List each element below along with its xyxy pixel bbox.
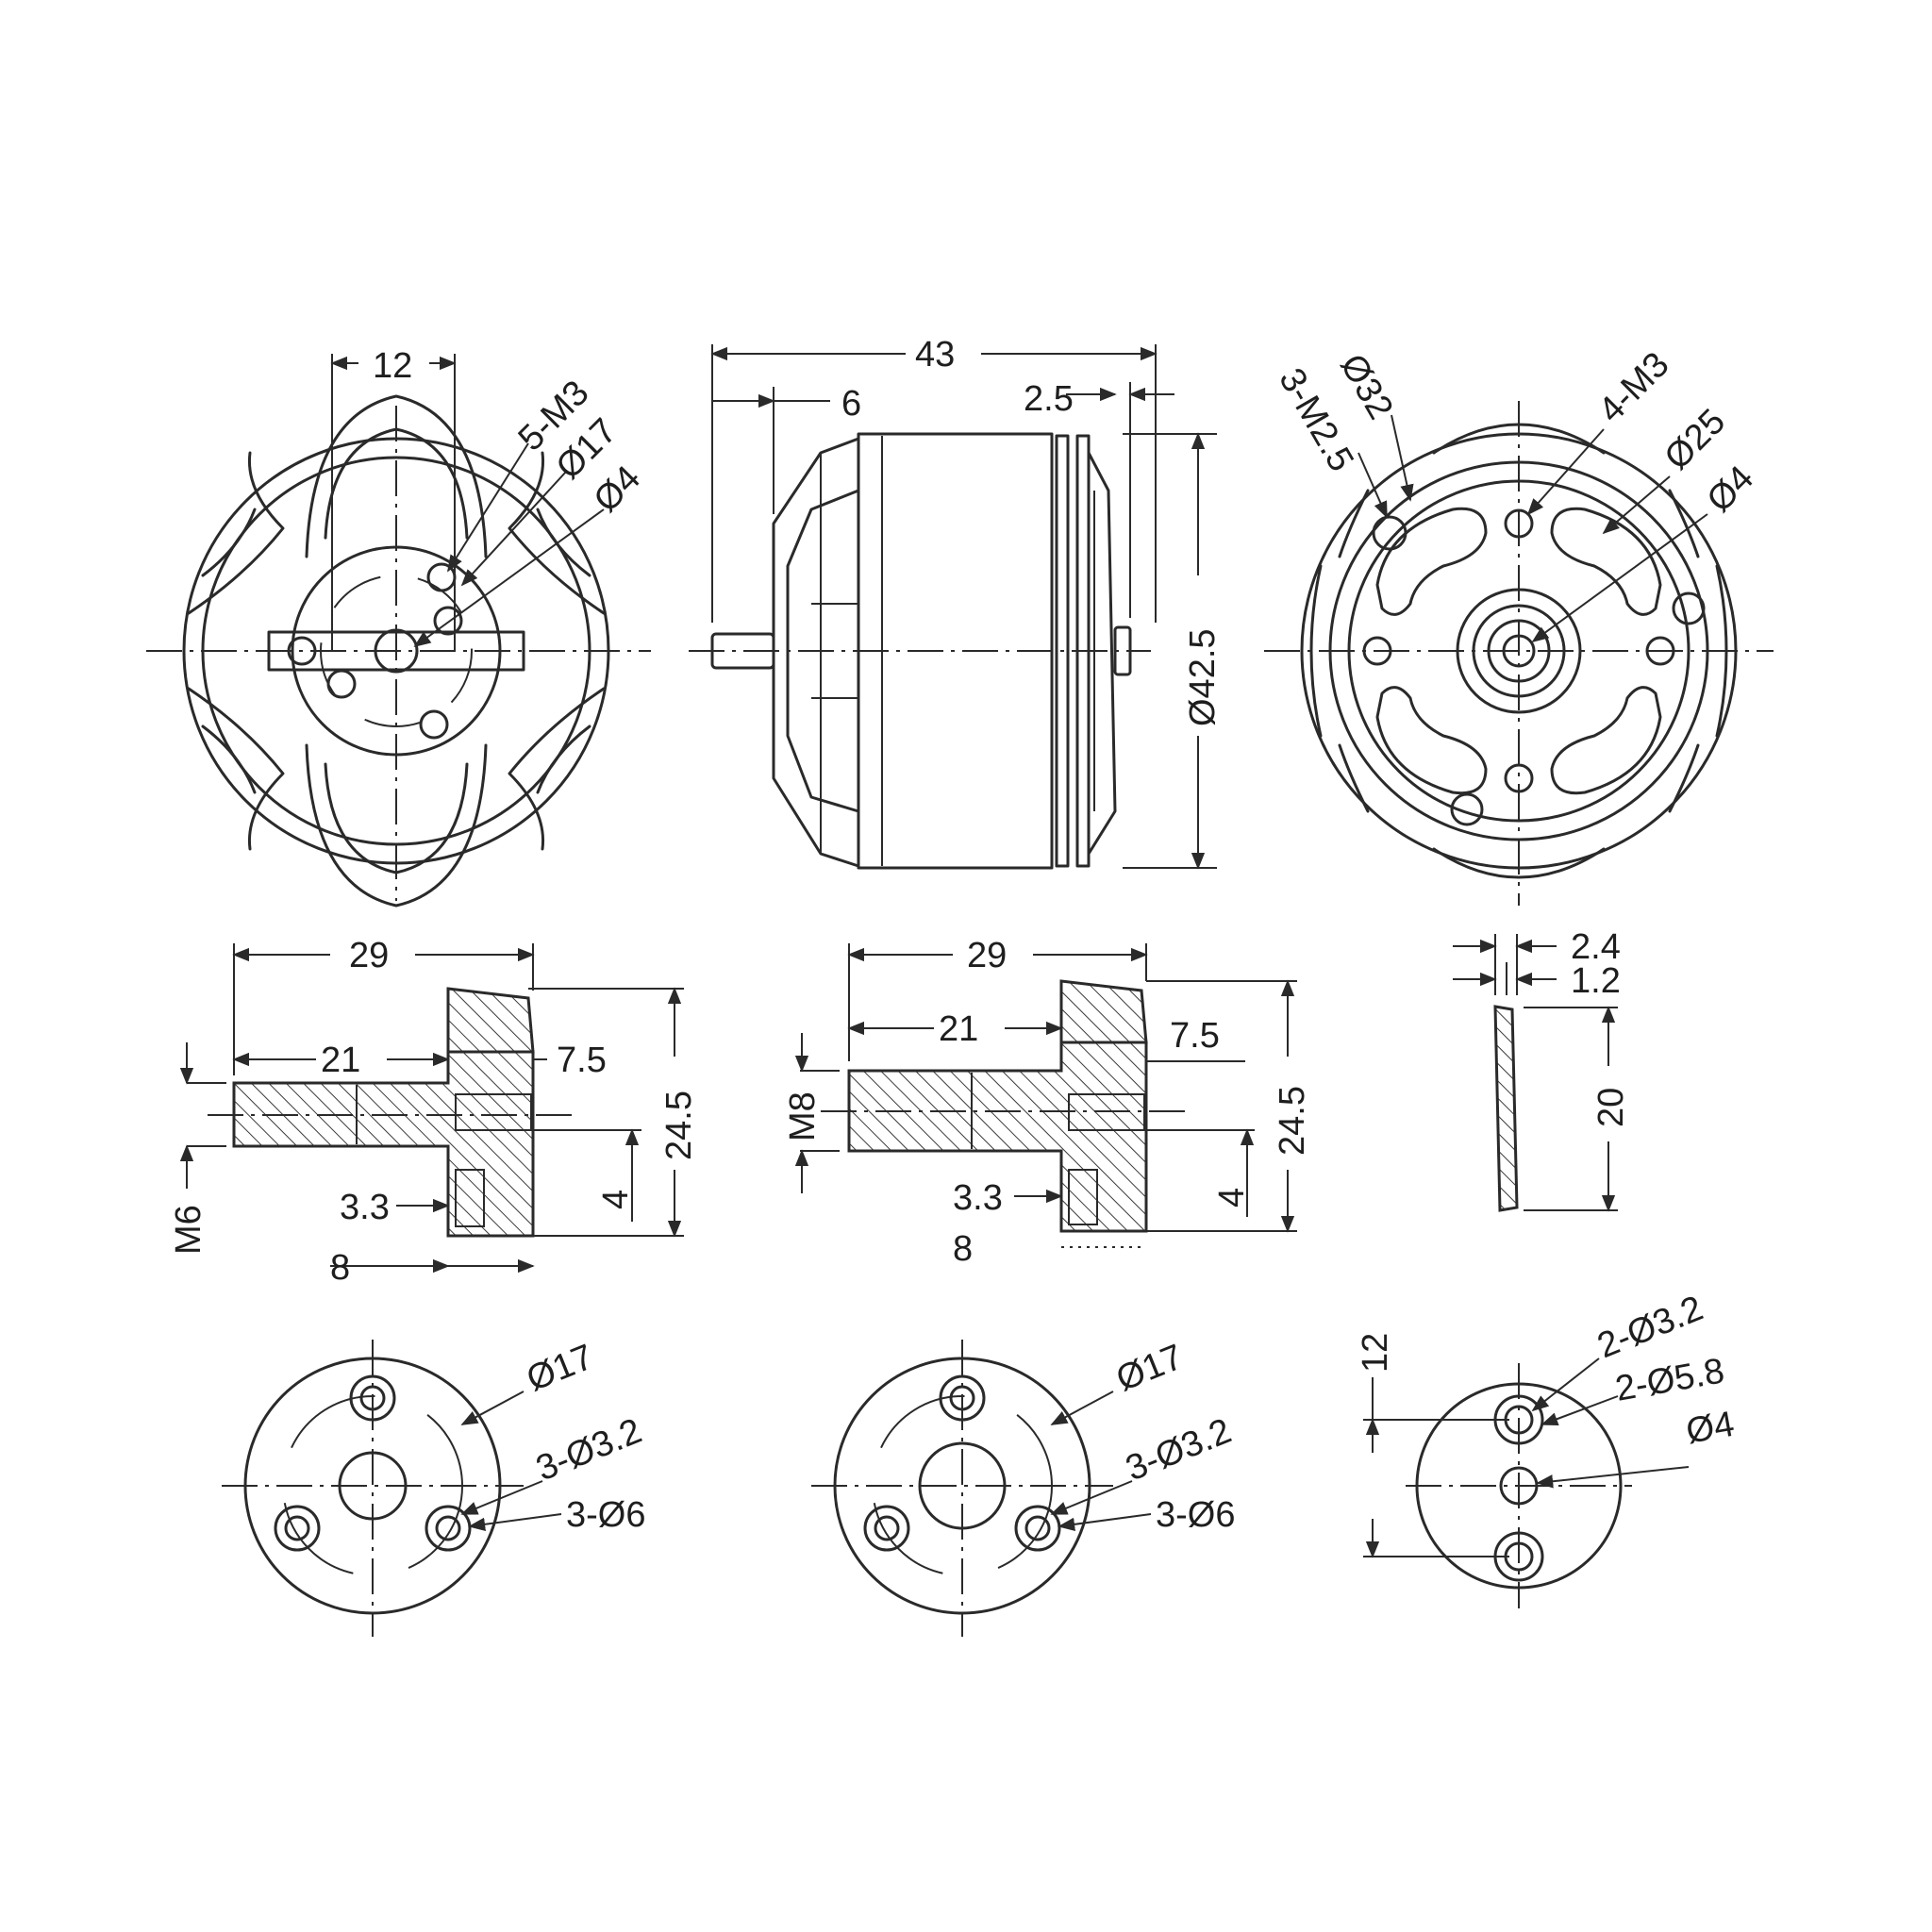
label-m6-8: 8 — [330, 1248, 350, 1288]
label-flange-m6-d17: Ø17 — [522, 1337, 599, 1399]
label-plate-front-holes: 2-Ø3.2 — [1592, 1289, 1708, 1366]
label-m6-24-5: 24.5 — [659, 1091, 699, 1160]
prop-plate-front-view: 12 2-Ø3.2 2-Ø5.8 Ø4 — [1356, 1289, 1737, 1608]
label-m6-4: 4 — [596, 1190, 636, 1209]
label-plate-front-d4: Ø4 — [1683, 1405, 1737, 1452]
label-m8-21: 21 — [939, 1009, 978, 1049]
label-front-12: 12 — [373, 346, 412, 386]
flange-m8-front-view: Ø17 3-Ø3.2 3-Ø6 — [811, 1337, 1237, 1637]
label-plate-2-4: 2.4 — [1571, 927, 1621, 967]
label-m6-21: 21 — [321, 1041, 360, 1080]
prop-adapter-m6-section: 29 21 7.5 24.5 3.3 4 8 M6 — [169, 936, 699, 1288]
label-rear-d4: Ø4 — [1700, 458, 1762, 521]
label-flange-m6-cb: 3-Ø6 — [566, 1495, 645, 1535]
label-side-2-5: 2.5 — [1024, 379, 1074, 419]
label-rear-m3: 4-M3 — [1591, 344, 1677, 430]
prop-plate-side-view: 2.4 1.2 20 — [1453, 927, 1631, 1212]
label-m6-3-3: 3.3 — [340, 1188, 390, 1227]
label-flange-m8-cb: 3-Ø6 — [1156, 1495, 1235, 1535]
label-flange-m8-holes: 3-Ø3.2 — [1121, 1411, 1237, 1489]
label-m8-24-5: 24.5 — [1273, 1086, 1312, 1156]
motor-rear-view: Ø32 3-M2.5 4-M3 Ø25 Ø4 — [1264, 344, 1774, 906]
label-side-6: 6 — [841, 384, 861, 424]
label-m8-3-3: 3.3 — [953, 1178, 1003, 1218]
label-m8-7-5: 7.5 — [1170, 1016, 1220, 1056]
prop-adapter-m8-section: 29 21 7.5 24.5 3.3 4 8 M8 — [783, 936, 1312, 1269]
label-m8-thread: M8 — [783, 1091, 823, 1141]
motor-front-view: 12 5-M3 Ø17 Ø4 — [146, 346, 651, 908]
label-plate-front-12: 12 — [1356, 1333, 1395, 1373]
label-plate-1-2: 1.2 — [1571, 961, 1621, 1001]
label-m8-8: 8 — [953, 1229, 973, 1269]
label-m8-29: 29 — [967, 936, 1007, 975]
label-plate-20: 20 — [1591, 1088, 1631, 1127]
label-side-d42-5: Ø42.5 — [1183, 628, 1223, 726]
label-m6-29: 29 — [349, 936, 389, 975]
motor-side-view: 43 6 2.5 Ø42.5 — [689, 335, 1223, 870]
label-flange-m6-holes: 3-Ø3.2 — [531, 1411, 647, 1489]
flange-m6-front-view: Ø17 3-Ø3.2 3-Ø6 — [222, 1337, 647, 1637]
label-plate-front-cb: 2-Ø5.8 — [1612, 1351, 1727, 1409]
label-rear-d25: Ø25 — [1657, 402, 1733, 477]
label-m6-7-5: 7.5 — [557, 1041, 607, 1080]
label-m6-thread: M6 — [169, 1205, 208, 1255]
label-side-43: 43 — [915, 335, 955, 375]
label-m8-4: 4 — [1212, 1188, 1252, 1208]
label-rear-d32: Ø32 — [1332, 348, 1400, 426]
label-flange-m8-d17: Ø17 — [1111, 1337, 1189, 1399]
